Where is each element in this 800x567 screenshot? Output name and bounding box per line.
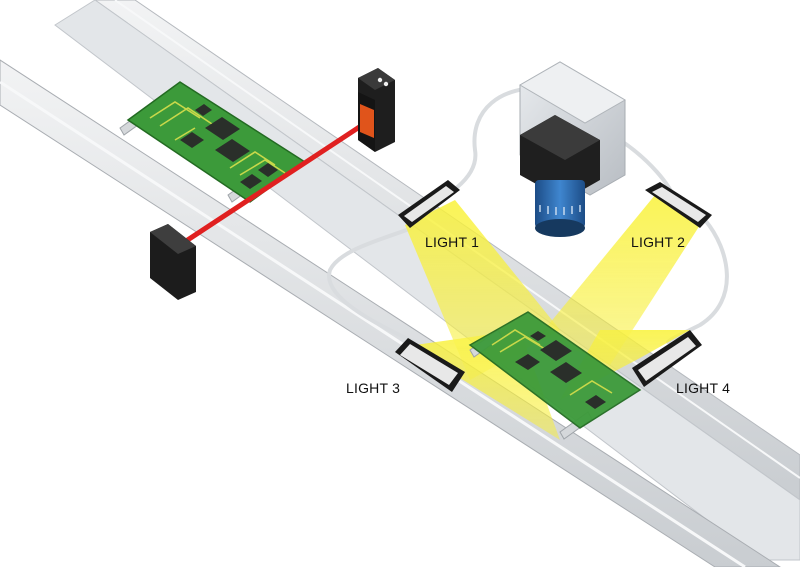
light3-label: LIGHT 3 bbox=[346, 380, 401, 396]
camera-icon bbox=[519, 61, 626, 237]
emitter-sensor-icon bbox=[358, 68, 395, 152]
pcb-inspection bbox=[468, 311, 642, 440]
pcb-upstream bbox=[119, 81, 307, 203]
bar-light-icon-4 bbox=[632, 330, 702, 387]
light2-label: LIGHT 2 bbox=[631, 234, 686, 250]
pcb-chips bbox=[180, 104, 278, 189]
bar-light-icon-2 bbox=[645, 182, 712, 228]
bar-light-icon-3 bbox=[395, 338, 465, 392]
bar-light-icon-1 bbox=[398, 180, 460, 228]
light1-label: LIGHT 1 bbox=[425, 234, 480, 250]
light4-label: LIGHT 4 bbox=[676, 380, 731, 396]
reflector-icon bbox=[150, 224, 196, 300]
light2-beam bbox=[540, 195, 700, 365]
laser-beam bbox=[177, 117, 373, 248]
camera-lens bbox=[535, 180, 585, 228]
